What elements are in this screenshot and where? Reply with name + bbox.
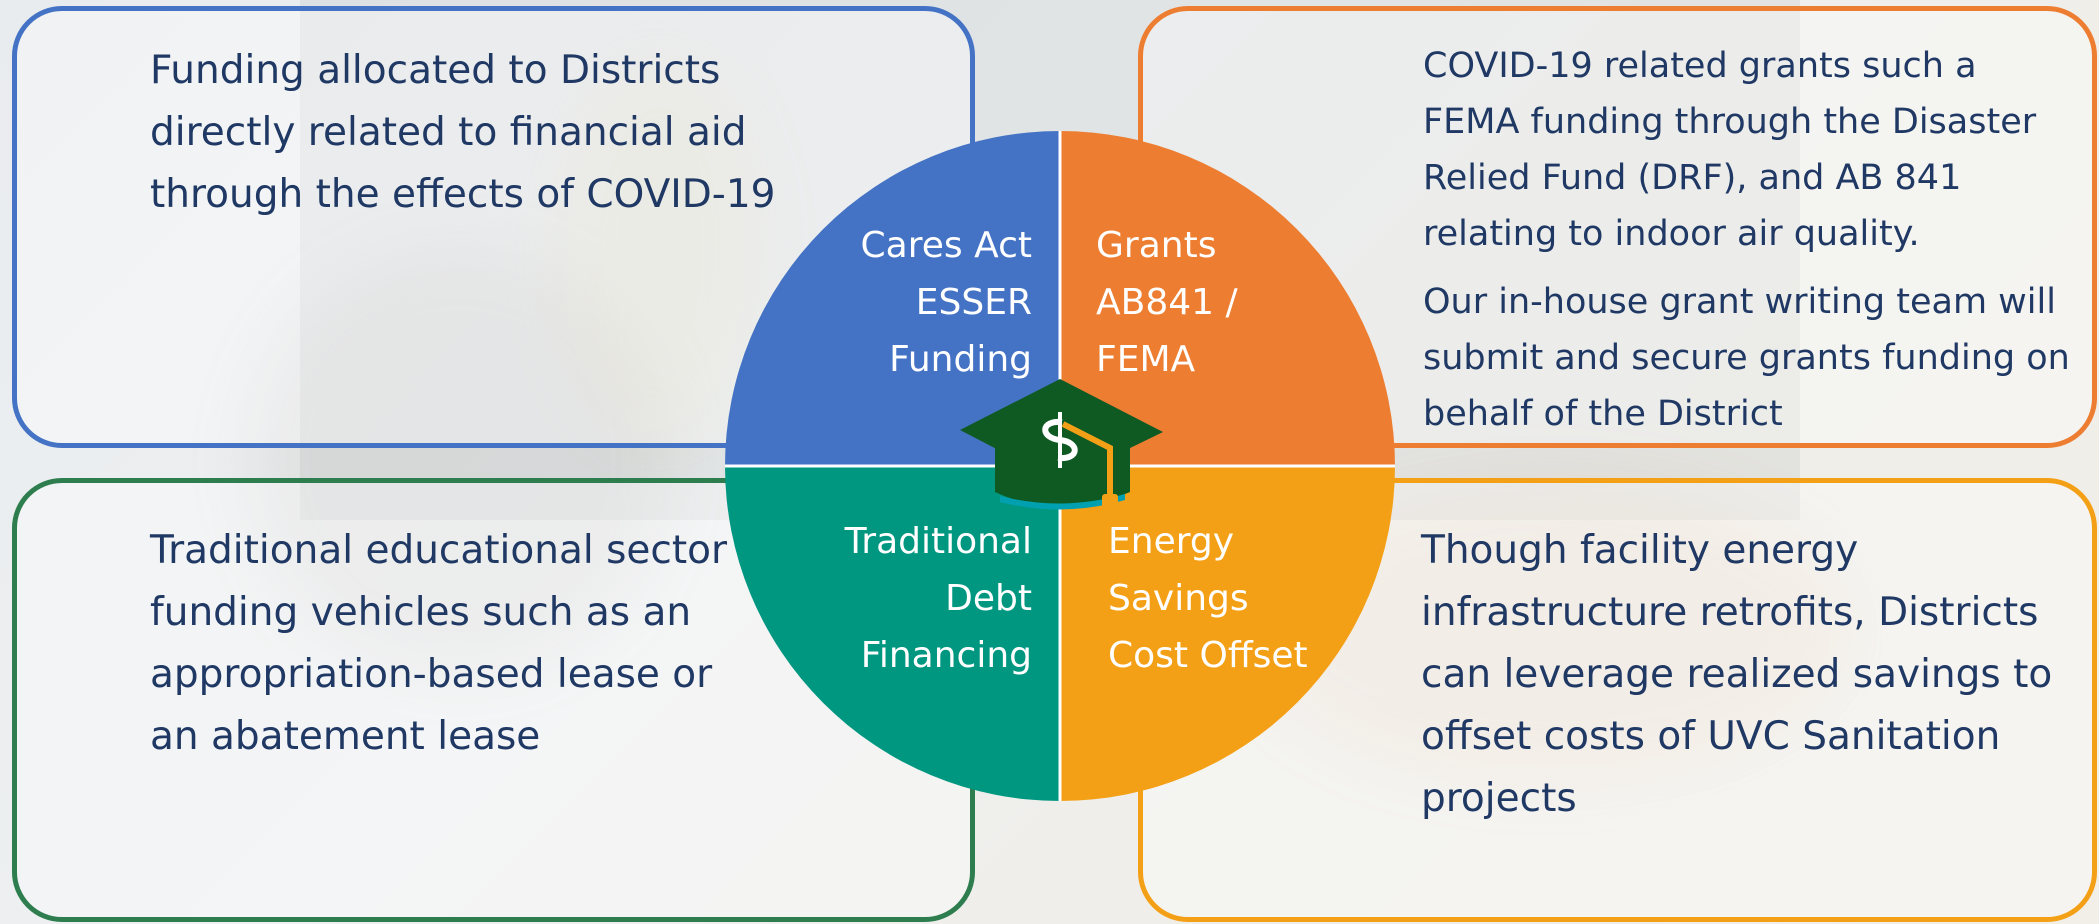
backdrop-blur-shape: [250, 250, 670, 670]
quadrant-traditional-debt: [725, 466, 1060, 801]
quadrant-label-line: Energy: [1108, 521, 1235, 562]
backdrop-blur-shape: [560, 60, 760, 440]
quadrant-label-line: Savings: [1108, 578, 1249, 619]
quadrant-grants: [1060, 131, 1395, 466]
quadrant-label-line: FEMA: [1096, 339, 1196, 380]
graduation-cap-dollar-icon: [960, 379, 1163, 514]
quadrant-label-traditional-debt: Traditional Debt Financing: [760, 513, 1032, 684]
quadrant-label-line: Grants: [1096, 225, 1217, 266]
energy-savings-description: Though facility energy infrastructure re…: [1421, 528, 2053, 821]
cares-act-description: Funding allocated to Districts directly …: [150, 48, 776, 217]
quadrant-label-line: Funding: [889, 339, 1032, 380]
quadrant-label-energy-savings: Energy Savings Cost Offset: [1108, 513, 1388, 684]
quadrant-label-cares-act: Cares Act ESSER Funding: [780, 217, 1032, 388]
panel-grants: [1138, 6, 2097, 448]
quadrant-label-line: Debt: [945, 578, 1032, 619]
quadrant-label-line: Cost Offset: [1108, 635, 1308, 676]
grants-description: COVID-19 related grants such a FEMA fund…: [1423, 38, 2083, 442]
traditional-debt-description: Traditional educational sector funding v…: [150, 528, 728, 759]
quadrant-label-line: Cares Act: [860, 225, 1032, 266]
quadrant-label-line: ESSER: [915, 282, 1032, 323]
quadrant-label-grants: Grants AB841 / FEMA: [1096, 217, 1356, 388]
grants-description-paragraph: Our in-house grant writing team will sub…: [1423, 282, 2070, 434]
quadrant-energy-savings: [1060, 466, 1395, 801]
quadrant-label-line: AB841 /: [1096, 282, 1238, 323]
quadrant-label-line: Traditional: [844, 521, 1032, 562]
grants-description-paragraph: COVID-19 related grants such a FEMA fund…: [1423, 46, 2037, 254]
quadrant-cares-act: [725, 131, 1060, 466]
quadrant-label-line: Financing: [860, 635, 1032, 676]
